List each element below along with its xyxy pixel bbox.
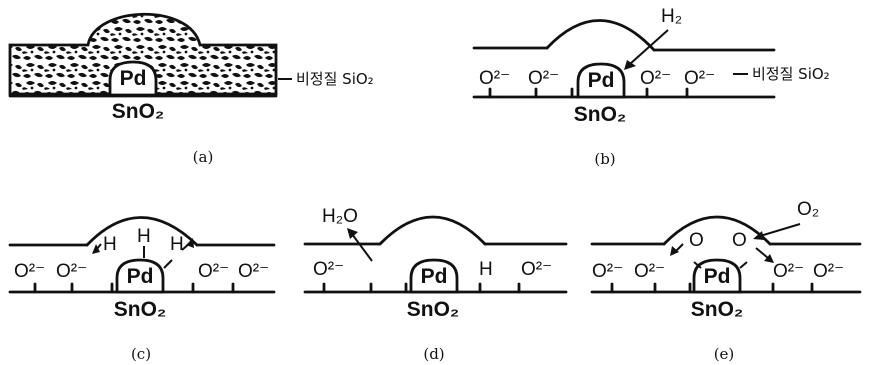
h-label-c2: H (137, 226, 151, 247)
sio2-label-a: 비정질 SiO₂ (296, 70, 374, 88)
o2minus-e2: O²⁻ (634, 261, 665, 282)
sno2-label-b: SnO₂ (574, 103, 627, 126)
sno2-label-a: SnO₂ (112, 100, 165, 123)
arrow-d (347, 228, 358, 239)
o2minus-c2: O²⁻ (56, 261, 87, 282)
caption-d: (d) (423, 345, 444, 363)
sio2-label-b: 비정질 SiO₂ (752, 65, 830, 83)
caption-a: (a) (193, 148, 214, 166)
arrow-e3 (764, 254, 774, 263)
sno2-label-c: SnO₂ (114, 298, 167, 321)
o-label-e2: O (732, 230, 747, 251)
caption-e: (e) (714, 345, 735, 363)
panel-a: Pd 비정질 SiO₂ SnO₂ (a) (8, 12, 374, 166)
o2minus-b2: O²⁻ (528, 68, 559, 89)
sno2-label-d: SnO₂ (407, 298, 460, 321)
h-label-d: H (479, 259, 493, 280)
o2-label-e: O₂ (797, 199, 819, 220)
sio2-layer-a (8, 12, 278, 96)
panel-e: Pd O²⁻ O²⁻ O²⁻ O²⁻ O O O₂ SnO₂ (e) (590, 199, 862, 363)
arrow-e2 (670, 246, 679, 256)
pd-label-c: Pd (127, 265, 154, 288)
pd-particle-d (409, 258, 459, 294)
o2minus-d2: O²⁻ (521, 259, 552, 280)
pd-label-d: Pd (421, 265, 448, 288)
pd-particle-e (692, 258, 742, 294)
o2minus-e1: O²⁻ (592, 261, 623, 282)
caption-c: (c) (131, 345, 151, 363)
pd-label-b: Pd (588, 69, 615, 92)
pd-label-e: Pd (704, 265, 731, 288)
pd-particle-c (115, 258, 165, 294)
o2minus-c3: O²⁻ (198, 261, 229, 282)
panel-c: Pd O²⁻ O²⁻ O²⁻ O²⁻ H H H SnO₂ (c) (8, 216, 276, 363)
h-label-c3: H (170, 234, 184, 255)
o2minus-b4: O²⁻ (684, 68, 715, 89)
pd-particle-b (576, 62, 626, 99)
panel-b: Pd O²⁻ O²⁻ O²⁻ O²⁻ H₂ 비정질 SiO₂ SnO₂ (b) (472, 6, 830, 168)
panel-d: Pd O²⁻ O²⁻ H H₂O SnO₂ (d) (303, 206, 568, 363)
pd-label-a: Pd (120, 67, 147, 90)
o2minus-e3: O²⁻ (773, 261, 804, 282)
arrow-b (624, 60, 636, 70)
arrow-e1 (753, 231, 764, 240)
o-label-e1: O (689, 230, 704, 251)
o2minus-e4: O²⁻ (813, 261, 844, 282)
o2minus-c1: O²⁻ (14, 261, 45, 282)
h2-label-b: H₂ (661, 6, 682, 27)
o2minus-d1: O²⁻ (313, 259, 344, 280)
o2minus-c4: O²⁻ (238, 261, 269, 282)
sno2-label-e: SnO₂ (691, 298, 744, 321)
o2minus-b3: O²⁻ (640, 68, 671, 89)
caption-b: (b) (594, 150, 615, 168)
o2minus-b1: O²⁻ (479, 68, 510, 89)
h-label-c1: H (103, 234, 117, 255)
h2o-label-d: H₂O (322, 206, 358, 227)
pd-particle-a (108, 60, 158, 97)
